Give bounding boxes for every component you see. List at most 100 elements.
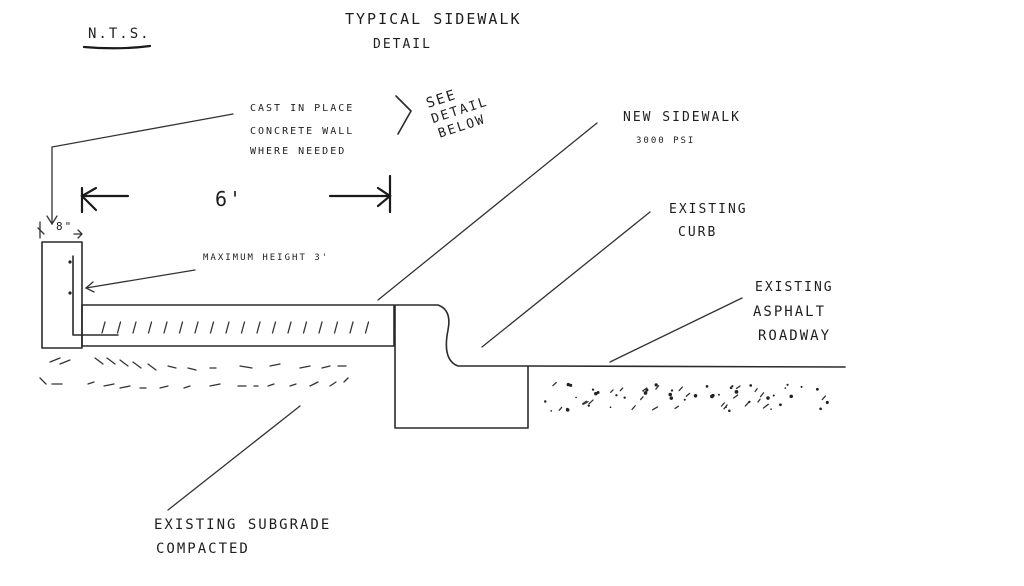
asphalt-aggregate [766, 396, 770, 400]
subgrade-dash [239, 365, 253, 369]
asphalt-aggregate [652, 406, 659, 411]
asphalt-aggregate [655, 385, 660, 390]
hatch-mark [240, 321, 246, 334]
asphalt-aggregate [770, 408, 772, 410]
hatch-mark [101, 321, 106, 334]
rebar-dot-mid [68, 291, 72, 295]
asphalt-aggregate [550, 410, 552, 412]
existing-curb-label-line-1: EXISTING [669, 202, 748, 217]
wall-rebar [72, 255, 119, 336]
asphalt-aggregate [552, 381, 557, 387]
asphalt-aggregate [705, 385, 709, 388]
asphalt-aggregate [786, 383, 789, 386]
see-detail-note: SEE DETAIL BELOW [424, 87, 490, 142]
sidewalk-slab-hatching [101, 321, 370, 334]
asphalt-aggregate [720, 402, 725, 407]
asphalt-aggregate [772, 394, 775, 397]
asphalt-aggregate [594, 391, 598, 396]
hatch-mark [318, 321, 323, 334]
asphalt-aggregate [757, 398, 761, 403]
hatch-mark [256, 321, 261, 334]
title-line-2: DETAIL [373, 37, 432, 52]
asphalt-aggregate [670, 389, 674, 392]
new-sidewalk-label: NEW SIDEWALK [623, 110, 741, 125]
existing-curb [394, 304, 529, 429]
asphalt-aggregate [587, 404, 590, 407]
subgrade-dash [103, 383, 115, 387]
subgrade-dash [87, 381, 95, 385]
asphalt-aggregate [815, 387, 819, 391]
asphalt-aggregate [749, 384, 753, 387]
asphalt-aggregate [731, 385, 734, 388]
asphalt-aggregate [735, 385, 741, 390]
new-sidewalk-psi: 3000 PSI [636, 136, 695, 146]
dimension-8in-right-tick [73, 229, 83, 239]
hatch-mark [147, 321, 153, 334]
wall-label-line-2: CONCRETE WALL [250, 126, 354, 137]
asphalt-aggregate [821, 395, 827, 401]
asphalt-aggregate [683, 398, 686, 401]
subgrade-dash [49, 357, 61, 363]
subgrade-leader-line [167, 405, 301, 511]
subgrade-label-line-1: EXISTING SUBGRADE [154, 517, 331, 533]
asphalt-aggregate [558, 406, 563, 411]
asphalt-aggregate [591, 388, 595, 391]
asphalt-aggregate [582, 401, 589, 405]
asphalt-aggregate [674, 405, 680, 410]
subgrade-dash [321, 365, 331, 369]
subgrade-dash [183, 385, 191, 389]
asphalt-aggregate [819, 407, 822, 411]
subgrade-dash [269, 363, 281, 367]
scale-note-underline [82, 44, 152, 50]
asphalt-aggregate [623, 396, 626, 399]
new-sidewalk-leader-line [377, 122, 598, 301]
existing-roadway-label-line-1: EXISTING [755, 280, 834, 295]
subgrade-dash [147, 363, 157, 371]
max-height-label: MAXIMUM HEIGHT 3' [203, 253, 329, 263]
dimension-6ft-left-arrowhead [80, 186, 98, 214]
existing-roadway-leader-line [609, 297, 743, 363]
subgrade-dash [289, 383, 297, 387]
rebar-dot-top [68, 260, 72, 264]
asphalt-aggregate [685, 392, 691, 397]
concrete-wall [41, 241, 83, 349]
title-line-1: TYPICAL SIDEWALK [345, 10, 522, 28]
hatch-mark [271, 321, 277, 334]
asphalt-aggregate [825, 400, 829, 404]
asphalt-aggregate [762, 403, 769, 409]
existing-roadway-label-line-2: ASPHALT [753, 304, 826, 320]
subgrade-dash [119, 385, 131, 389]
asphalt-aggregate [639, 396, 644, 401]
subgrade-dash [39, 377, 47, 385]
hatch-mark [302, 321, 308, 334]
subgrade-dash [329, 381, 337, 387]
hatch-mark [333, 321, 339, 334]
asphalt-aggregate [734, 389, 739, 394]
asphalt-aggregate [609, 406, 612, 409]
asphalt-speckle [544, 381, 829, 413]
subgrade-dash [94, 357, 104, 365]
subgrade-dash [267, 383, 275, 387]
dimension-6ft-right-arrowhead [376, 174, 392, 214]
asphalt-aggregate [581, 400, 588, 405]
hatch-mark [194, 321, 199, 334]
hatch-mark [364, 321, 370, 334]
new-sidewalk-slab [81, 304, 395, 347]
asphalt-aggregate [759, 392, 765, 398]
wall-leader-line [51, 113, 234, 223]
subgrade-dash [59, 359, 71, 365]
asphalt-aggregate [544, 400, 547, 403]
asphalt-aggregate [717, 393, 720, 396]
subgrade-dash [159, 385, 169, 389]
hatch-mark [163, 321, 168, 334]
existing-roadway-label-line-3: ROADWAY [758, 328, 831, 344]
asphalt-aggregate [710, 394, 714, 399]
subgrade-dash [299, 365, 311, 369]
asphalt-aggregate [619, 387, 624, 392]
hatch-mark [225, 321, 230, 334]
brace-bracket [395, 95, 412, 135]
asphalt-aggregate [678, 386, 684, 392]
hatch-mark [132, 321, 137, 334]
asphalt-aggregate [615, 394, 618, 397]
asphalt-aggregate [800, 385, 803, 388]
